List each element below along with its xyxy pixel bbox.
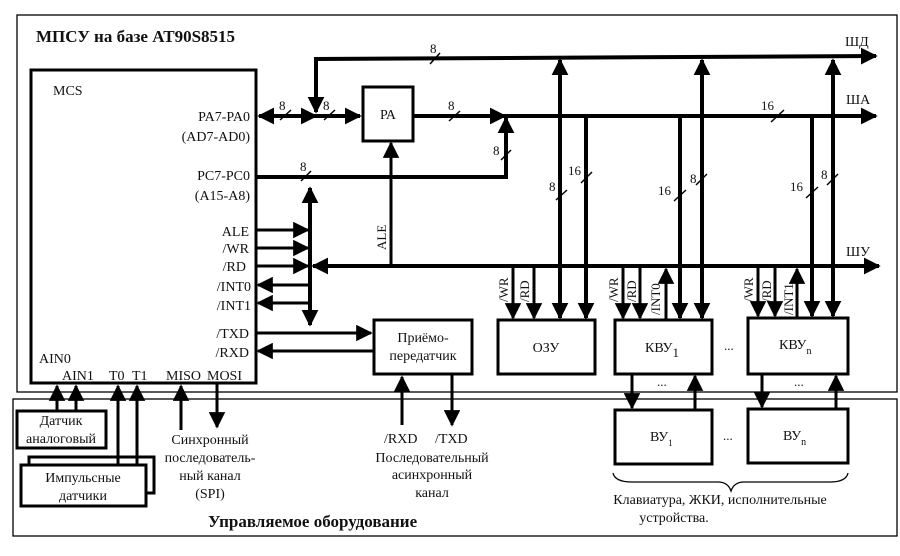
mcs-block[interactable] — [29, 68, 258, 385]
uart-caption-1: Последовательный — [375, 451, 489, 466]
width-tick — [300, 170, 312, 182]
kvu1-vu1-ellipsis: ... — [657, 374, 667, 389]
ozu-wr-label: /WR — [496, 277, 511, 302]
rxd-ext-label: /RXD — [384, 432, 417, 447]
width-pa-left: 8 — [279, 98, 286, 113]
pin-t1: T1 — [132, 369, 148, 384]
kvun-block[interactable] — [746, 316, 850, 376]
width-tick — [448, 110, 461, 122]
pulse-sensors-label-2: датчики — [59, 489, 107, 504]
kvu1-int-label: /INT0 — [648, 283, 663, 315]
vun-block[interactable] — [746, 407, 850, 465]
kvu1-block[interactable] — [613, 318, 714, 376]
transceiver-label-1: Приёмо- — [397, 331, 449, 346]
pc-line — [256, 116, 515, 179]
analog-sensor-label-1: Датчик — [40, 414, 83, 429]
pin-pa: PA7-PA0 — [198, 110, 250, 125]
analog-sensor-label-2: аналоговый — [26, 432, 96, 447]
width-ozu-data: 8 — [549, 179, 556, 194]
pin-int0: /INT0 — [217, 280, 251, 295]
pin-miso: MISO — [166, 369, 201, 384]
width-tick — [770, 109, 785, 123]
ozu-label: ОЗУ — [533, 341, 560, 356]
vun-label: ВУn — [783, 429, 806, 448]
kvun-vun-ellipsis: ... — [794, 374, 804, 389]
pin-t0: T0 — [109, 369, 125, 384]
width-ra-out: 8 — [448, 98, 455, 113]
width-tick — [580, 171, 593, 184]
width-data-top: 8 — [430, 41, 437, 56]
mpsu-frame — [16, 14, 898, 393]
pin-pc-alt: (A15-A8) — [195, 189, 251, 204]
width-tick — [826, 173, 839, 186]
diagram-title: МПСУ на базе AT90S8515 — [36, 27, 235, 46]
pin-rxd: /RXD — [216, 346, 249, 361]
kvun-wr-label: /WR — [741, 277, 756, 302]
width-tick — [555, 189, 568, 201]
equipment-frame — [12, 398, 898, 537]
mcs-label: MCS — [53, 84, 83, 99]
width-tick — [429, 52, 441, 65]
kvun-rd-label: /RD — [759, 280, 774, 302]
kvu1-label: КВУ1 — [645, 341, 679, 360]
control-bus-label: ШУ — [846, 245, 870, 260]
spi-caption-1: Синхронный — [171, 433, 249, 448]
width-pc-up: 8 — [493, 143, 500, 158]
pulse-sensors-label-1: Импульсные — [45, 471, 121, 486]
address-bus-label: ША — [846, 93, 871, 108]
ale-vertical-label: ALE — [374, 225, 389, 250]
pin-pa-alt: (AD7-AD0) — [182, 130, 251, 145]
pin-ale: ALE — [222, 225, 249, 240]
width-addr-bus: 16 — [761, 98, 775, 113]
width-kvu1-data: 8 — [690, 171, 697, 186]
kvu1-wr-label: /WR — [606, 277, 621, 302]
pin-wr: /WR — [223, 242, 250, 257]
ozu-rd-label: /RD — [517, 280, 532, 302]
pulse-sensors-block[interactable] — [19, 463, 148, 508]
spi-caption-4: (SPI) — [195, 487, 225, 502]
pin-int1: /INT1 — [217, 299, 251, 314]
width-tick — [323, 109, 336, 121]
devices-caption-1: Клавиатура, ЖКИ, исполнительные — [613, 493, 826, 508]
width-kvun-addr: 16 — [790, 179, 804, 194]
transceiver-block[interactable] — [372, 318, 474, 376]
spi-caption-2: последователь- — [165, 451, 256, 466]
width-tick — [673, 189, 687, 202]
uart-caption-2: асинхронный — [392, 468, 473, 483]
transceiver-label-2: передатчик — [389, 349, 456, 364]
width-tick — [805, 186, 819, 199]
ozu-block[interactable] — [496, 318, 597, 376]
width-pc: 8 — [300, 159, 307, 174]
vu1-block[interactable] — [613, 408, 714, 466]
uart-caption-3: канал — [415, 486, 449, 501]
vu-ellipsis: ... — [723, 428, 733, 443]
kvu-ellipsis: ... — [724, 338, 734, 353]
width-tick — [695, 173, 708, 186]
equipment-title: Управляемое оборудование — [208, 512, 418, 531]
width-ozu-addr: 16 — [568, 163, 582, 178]
pin-ain0: AIN0 — [39, 352, 71, 367]
width-kvu1-addr: 16 — [658, 183, 672, 198]
spi-caption-3: ный канал — [179, 469, 241, 484]
width-tick — [279, 109, 292, 121]
data-bus-label: ШД — [845, 35, 869, 50]
pin-ain1: AIN1 — [62, 369, 94, 384]
pin-rd: /RD — [223, 260, 246, 275]
ra-label: РА — [380, 108, 397, 123]
kvun-int-label: /INT1 — [781, 283, 796, 315]
vu1-label: ВУ1 — [650, 430, 673, 448]
analog-sensor-block[interactable] — [15, 409, 108, 450]
pin-mosi: MOSI — [207, 369, 242, 384]
txd-ext-label: /TXD — [435, 432, 468, 447]
kvu1-rd-label: /RD — [624, 280, 639, 302]
pin-txd: /TXD — [216, 327, 249, 342]
devices-caption-2: устройства. — [639, 511, 708, 526]
kvun-label: КВУn — [779, 338, 811, 357]
pin-pc: PC7-PC0 — [197, 169, 250, 184]
width-kvun-data: 8 — [821, 167, 828, 182]
width-tick — [500, 149, 512, 161]
width-pa-right: 8 — [323, 98, 330, 113]
devices-brace — [612, 472, 849, 494]
